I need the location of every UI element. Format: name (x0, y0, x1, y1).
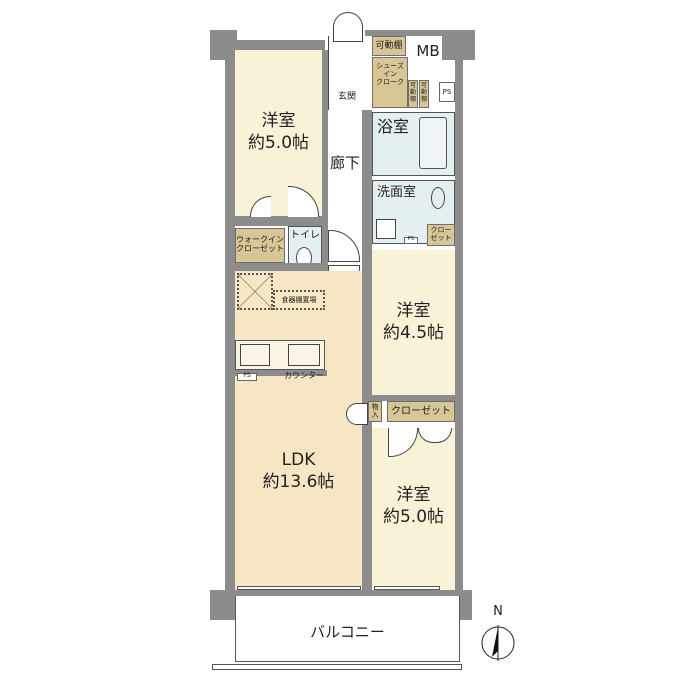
door[interactable] (346, 403, 368, 425)
corridor: 廊下 (328, 110, 362, 290)
balcony-label: バルコニー (310, 623, 385, 641)
compass-arrow-icon (481, 625, 515, 661)
stove-icon (240, 344, 270, 366)
closet-label: クローゼット (391, 406, 451, 417)
corridor-label: 廊下 (329, 154, 360, 172)
bathroom: 浴室 (372, 112, 455, 176)
movable-shelf-3: 可動棚 (419, 80, 429, 108)
balcony-railing (212, 664, 462, 670)
room-name: 洋室 (396, 301, 431, 321)
shoes-label: シューズイン クローク (376, 62, 404, 87)
pillar-tr (440, 30, 475, 60)
shelf-label: 可動棚 (420, 82, 427, 103)
bath-label: 浴室 (377, 117, 410, 136)
cupboard-space (237, 273, 273, 310)
wic-label: ウォークイン クローゼット (236, 235, 284, 254)
bathtub (419, 117, 447, 169)
pillar-bl (210, 590, 237, 620)
ps-3: PS (237, 372, 257, 381)
north-label: N (493, 604, 503, 619)
movable-shelf-2: 可動棚 (408, 80, 418, 108)
storage-label: 物入 (371, 403, 379, 420)
wall-bottom (235, 590, 440, 596)
wall-corr (322, 50, 328, 290)
wall-left (225, 40, 235, 600)
toilet-label: トイレ (290, 230, 320, 241)
wall-top-left (225, 40, 325, 50)
room-name: LDK (281, 450, 316, 470)
closet-label: クロー ゼット (430, 226, 452, 243)
counter-label: カウンター (284, 371, 324, 380)
cupboard-space-label-box: 食器棚置場 (273, 290, 325, 310)
balcony: バルコニー (235, 596, 460, 662)
storage: 物入 (368, 401, 382, 422)
shoes-in-cloak: シューズイン クローク (372, 57, 408, 108)
wall-b2 (372, 395, 455, 401)
mb-label: MB (416, 42, 440, 60)
closet-small: クロー ゼット (427, 224, 455, 246)
shelf-label: 可動棚 (409, 82, 416, 103)
ps-label: PS (243, 372, 251, 379)
movable-shelf: 可動棚 (372, 36, 406, 56)
wall-wic (235, 263, 325, 271)
mb: MB (414, 36, 442, 66)
ps-2: PS (404, 236, 418, 244)
window[interactable] (374, 586, 440, 590)
wall-bed-bottom (235, 216, 325, 226)
entrance-label: 玄関 (337, 92, 356, 102)
window[interactable] (237, 586, 361, 590)
wall-right (455, 40, 463, 600)
room-size: 約5.0帖 (382, 507, 445, 527)
closet: クローゼット (387, 401, 455, 422)
bedroom-1: 洋室 約5.0帖 (235, 50, 322, 216)
washing-machine (376, 219, 396, 239)
ldk: LDK 約13.6帖 (235, 271, 362, 590)
pillar-tl (210, 30, 237, 60)
room-size: 約4.5帖 (382, 323, 445, 343)
counter-wall (235, 370, 327, 376)
wall-mid (362, 110, 372, 590)
bedroom-3: 洋室 約5.0帖 (372, 428, 455, 590)
north-compass: N (480, 604, 516, 665)
sink-icon (288, 344, 320, 366)
room-name: 洋室 (396, 485, 431, 505)
room-name: 洋室 (261, 111, 296, 131)
cupboard-label: 食器棚置場 (281, 296, 317, 304)
washroom-label: 洗面室 (377, 185, 417, 200)
shelf-label: 可動棚 (375, 41, 403, 51)
entrance-door[interactable] (333, 12, 363, 42)
ps-label: PS (407, 236, 415, 242)
ps: PS (439, 82, 455, 102)
ps-label: PS (442, 88, 452, 96)
entrance: 玄関 (328, 36, 365, 110)
kitchen-counter (235, 340, 325, 370)
room-size: 約13.6帖 (262, 472, 335, 492)
walk-in-closet: ウォークイン クローゼット (235, 228, 285, 263)
bedroom-2: 洋室 約4.5帖 (372, 250, 455, 395)
room-size: 約5.0帖 (247, 133, 310, 153)
sink-icon (431, 187, 445, 209)
wall-top-right (365, 30, 455, 36)
